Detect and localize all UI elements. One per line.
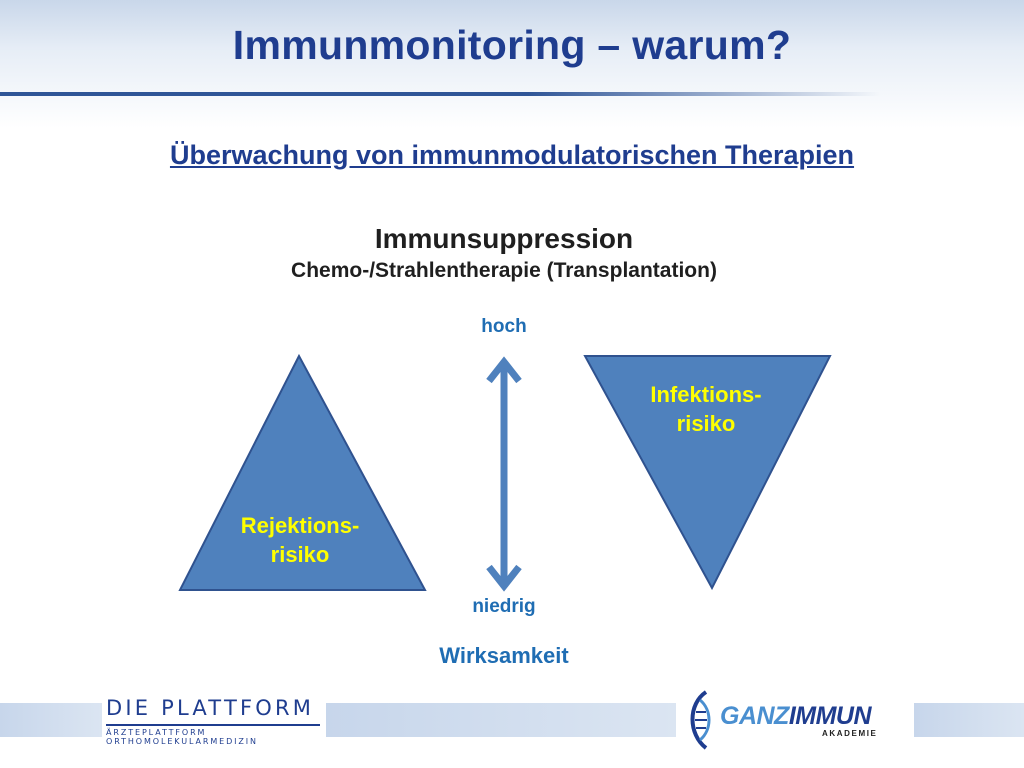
section-subheading: Chemo-/Strahlentherapie (Transplantation… xyxy=(291,259,717,282)
section-heading: Immunsuppression xyxy=(374,223,634,254)
infection-risk-triangle xyxy=(583,355,832,591)
footer-band-middle xyxy=(326,703,676,737)
ganzimmun-wordmark: GANZIMMUN xyxy=(720,702,872,731)
slide-subtitle: Überwachung von immunmodulatorischen The… xyxy=(169,140,855,170)
header-rule xyxy=(0,92,880,96)
arrow-top-label: hoch xyxy=(481,316,527,337)
ganz-wordmark-part: GANZ xyxy=(720,702,789,730)
rejection-risk-triangle xyxy=(178,353,427,591)
die-plattform-logo: DIE PLATTFORM Ärzteplattform Orthomoleku… xyxy=(102,694,326,746)
ganzimmun-akademie-logo: GANZIMMUN AKADEMIE xyxy=(676,686,914,756)
immun-wordmark-part: IMMUN xyxy=(788,702,872,730)
efficacy-axis-label: Wirksamkeit xyxy=(439,643,569,668)
rejection-risk-label: Rejektions- risiko xyxy=(200,511,400,569)
arrow-bottom-label: niedrig xyxy=(472,596,536,617)
infection-risk-line2: risiko xyxy=(676,411,736,436)
plattform-logo-sub: Ärzteplattform OrthomolekularMedizin xyxy=(106,728,258,746)
infection-risk-line1: Infektions- xyxy=(650,382,762,407)
infection-risk-label: Infektions- risiko xyxy=(606,380,806,438)
footer-band-left xyxy=(0,703,102,737)
slide-title: Immunmonitoring – warum? xyxy=(232,22,792,68)
akademie-label: AKADEMIE xyxy=(822,729,878,738)
plattform-logo-rule xyxy=(106,724,320,726)
plattform-logo-main: DIE PLATTFORM xyxy=(106,696,315,720)
dna-helix-icon xyxy=(690,690,711,750)
footer-band-right xyxy=(914,703,1024,737)
rejection-risk-line1: Rejektions- xyxy=(240,513,360,538)
header-band xyxy=(0,0,1024,128)
efficacy-arrow xyxy=(486,356,522,592)
rejection-risk-line2: risiko xyxy=(270,542,330,567)
